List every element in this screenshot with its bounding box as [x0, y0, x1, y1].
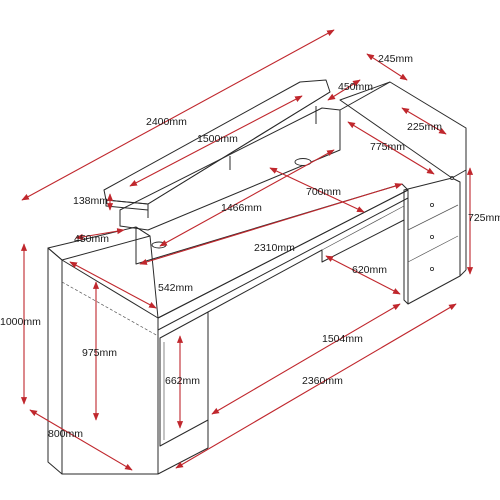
label-hutch-depth: 775mm — [370, 141, 405, 153]
arrow-542 — [69, 261, 157, 309]
back-corner — [459, 269, 467, 277]
cable-hole-lower — [151, 241, 167, 249]
arrow-775 — [347, 121, 435, 175]
drawer-line-2 — [407, 235, 459, 263]
label-opening-width: 700mm — [306, 186, 341, 198]
label-top-shelf-depth: 245mm — [378, 53, 413, 65]
label-knee-depth: 620mm — [352, 264, 387, 276]
arrow-450-left — [75, 228, 125, 240]
arrow-225 — [401, 107, 447, 135]
dimension-arrows — [20, 29, 474, 471]
drawer-line-1 — [407, 204, 459, 231]
back-wall — [339, 81, 467, 179]
label-shelf-height: 138mm — [73, 195, 108, 207]
label-base-length: 2360mm — [302, 375, 343, 387]
upper-shelf-edge — [147, 91, 331, 205]
label-shelf-length: 1500mm — [197, 133, 238, 145]
arrow-620 — [325, 255, 401, 295]
label-shelf-inner-depth: 450mm — [338, 81, 373, 93]
left-end-panel — [47, 247, 63, 475]
arrow-2310 — [139, 183, 403, 265]
drawer-knob-3 — [429, 266, 434, 271]
label-panel-length: 1504mm — [322, 333, 363, 345]
upper-shelf-front — [105, 199, 149, 211]
label-total-height: 1000mm — [0, 316, 41, 328]
right-return-top — [339, 81, 391, 111]
front-face — [61, 259, 159, 475]
arrow-1500 — [129, 95, 303, 187]
arrow-450-top — [327, 79, 361, 101]
arrow-245 — [366, 53, 408, 81]
arrow-1504 — [211, 303, 401, 415]
drawer-knob-1 — [429, 202, 434, 207]
label-pedestal-height: 725mm — [468, 212, 500, 224]
arrow-800 — [29, 409, 133, 471]
label-base-depth: 800mm — [48, 428, 83, 440]
label-return-depth: 450mm — [74, 233, 109, 245]
arrow-2400 — [21, 29, 335, 201]
label-door-height: 662mm — [165, 375, 200, 387]
desk-fascia — [157, 189, 409, 331]
drawer-knob-2 — [429, 234, 434, 239]
label-shelf-offset: 225mm — [407, 121, 442, 133]
label-overall-length: 2400mm — [146, 116, 187, 128]
label-side-depth: 542mm — [158, 282, 193, 294]
right-pedestal — [403, 177, 461, 305]
arrow-2360 — [175, 303, 457, 469]
dimension-labels: 2400mm 245mm 450mm 1500mm 225mm 775mm 13… — [0, 53, 500, 440]
label-upper-length: 1466mm — [221, 202, 262, 214]
label-desk-length: 2310mm — [254, 242, 295, 254]
label-counter-height: 975mm — [82, 347, 117, 359]
base-line-left — [157, 447, 209, 475]
hidden-line — [61, 281, 159, 337]
